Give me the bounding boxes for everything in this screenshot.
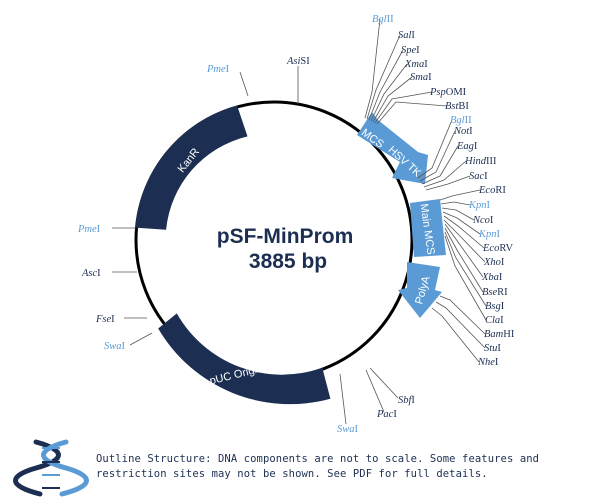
- site-kpni-2: KpnI: [478, 229, 501, 240]
- feature-main-mcs: [410, 199, 446, 257]
- site-xbai: XbaI: [481, 272, 503, 283]
- site-bglii-top: BglII: [372, 14, 394, 25]
- site-sali: SalI: [398, 30, 415, 41]
- dna-helix-icon: [13, 439, 89, 497]
- feature-mcs-hsv-tk: [357, 112, 428, 184]
- plasmid-name: pSF-MinProm: [217, 225, 354, 248]
- site-spei: SpeI: [401, 45, 420, 56]
- site-leader-lines-right: [417, 119, 487, 363]
- site-noti: NotI: [453, 126, 473, 137]
- site-nhei: NheI: [477, 357, 499, 368]
- feature-puc-origin: [158, 313, 331, 405]
- site-leader-lines-other: [112, 66, 399, 425]
- site-clai: ClaI: [485, 315, 504, 326]
- site-kpni-1: KpnI: [468, 200, 491, 211]
- site-paci: PacI: [376, 409, 397, 420]
- site-ecorv: EcoRV: [482, 243, 513, 254]
- site-ncoi: NcoI: [472, 215, 494, 226]
- site-ecori: EcoRI: [478, 185, 506, 196]
- site-xmai: XmaI: [404, 59, 428, 70]
- site-labels-other: AsiSI PmeI PmeI AscI FseI SwaI SbfI PacI…: [77, 56, 415, 435]
- feature-kanr: [135, 105, 248, 230]
- site-eagi: EagI: [456, 141, 478, 152]
- site-stui: StuI: [484, 343, 501, 354]
- site-smai: SmaI: [410, 72, 432, 83]
- site-bseri: BseRI: [482, 287, 508, 298]
- site-bstbi: BstBI: [445, 101, 469, 112]
- site-swai-bottom: SwaI: [337, 424, 359, 435]
- site-labels-top: BglII SalI SpeI XmaI SmaI PspOMI BstBI: [372, 14, 469, 112]
- site-leader-lines-top: [364, 18, 448, 125]
- site-bamhi: BamHI: [484, 329, 515, 340]
- site-saci: SacI: [469, 171, 488, 182]
- plasmid-size: 3885 bp: [249, 250, 327, 273]
- feature-polya: [398, 262, 442, 318]
- site-xhoi: XhoI: [483, 257, 505, 268]
- site-bsgi: BsgI: [485, 301, 505, 312]
- site-fsei: FseI: [95, 314, 115, 325]
- site-asci: AscI: [81, 268, 101, 279]
- site-asisi: AsiSI: [286, 56, 310, 67]
- site-swai-left: SwaI: [104, 341, 126, 352]
- site-pmei-left: PmeI: [77, 224, 101, 235]
- site-pspomi: PspOMI: [429, 87, 467, 98]
- site-bglii-right: BglII: [450, 115, 472, 126]
- site-hindiii: HindIII: [464, 156, 497, 167]
- site-pmei-top: PmeI: [206, 64, 230, 75]
- footer-note: Outline Structure: DNA components are no…: [96, 453, 540, 480]
- site-labels-right: BglII NotI EagI HindIII SacI EcoRI KpnI …: [450, 115, 515, 368]
- site-sbfi: SbfI: [398, 395, 415, 406]
